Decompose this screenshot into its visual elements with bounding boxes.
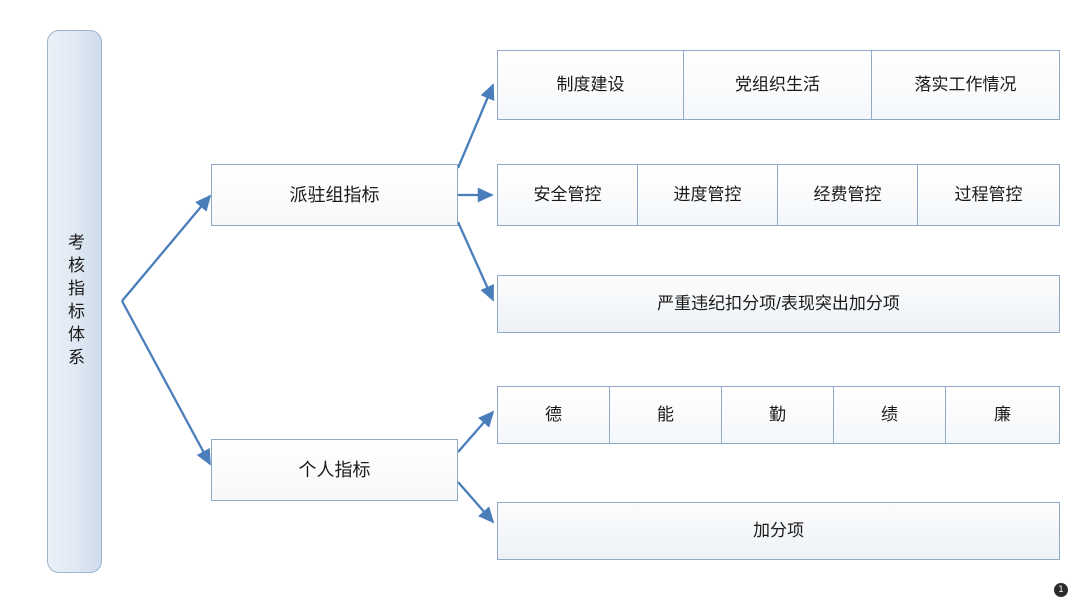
leaf-virtue-1[interactable]: 德 [497, 386, 610, 444]
row-control: 安全管控 进度管控 经费管控 过程管控 [497, 164, 1060, 226]
leaf-institution-3[interactable]: 落实工作情况 [871, 50, 1060, 120]
arrow-root-to-dispatch [121, 194, 212, 302]
leaf-label: 严重违纪扣分项/表现突出加分项 [657, 293, 900, 313]
row-institution: 制度建设 党组织生活 落实工作情况 [497, 50, 1060, 120]
leaf-label: 进度管控 [673, 184, 742, 204]
arrow-personal-to-row2 [457, 481, 495, 524]
leaf-label: 过程管控 [954, 184, 1023, 204]
leaf-virtue-2[interactable]: 能 [609, 386, 722, 444]
root-node[interactable]: 考核指标体系 [47, 30, 102, 573]
arrow-root-to-personal [120, 300, 212, 466]
leaf-label: 廉 [994, 404, 1011, 424]
leaf-label: 安全管控 [533, 184, 602, 204]
leaf-institution-2[interactable]: 党组织生活 [683, 50, 872, 120]
branch-node-dispatch-label: 派驻组指标 [289, 184, 380, 205]
arrow-dispatch-to-row1 [456, 83, 495, 169]
leaf-institution-1[interactable]: 制度建设 [497, 50, 684, 120]
leaf-label: 德 [545, 404, 562, 424]
leaf-label: 制度建设 [556, 74, 625, 94]
leaf-virtue-3[interactable]: 勤 [721, 386, 834, 444]
leaf-label: 能 [657, 404, 674, 424]
page-badge: 1 [1054, 583, 1068, 597]
leaf-label: 落实工作情况 [914, 74, 1017, 94]
branch-node-dispatch[interactable]: 派驻组指标 [211, 164, 458, 226]
leaf-virtue-5[interactable]: 廉 [945, 386, 1060, 444]
leaf-bonus-penalty[interactable]: 严重违纪扣分项/表现突出加分项 [497, 275, 1060, 333]
leaf-label: 绩 [881, 404, 898, 424]
leaf-control-2[interactable]: 进度管控 [637, 164, 778, 226]
branch-node-personal-label: 个人指标 [298, 459, 371, 480]
leaf-label: 经费管控 [813, 184, 882, 204]
leaf-control-4[interactable]: 过程管控 [917, 164, 1060, 226]
leaf-extra-points[interactable]: 加分项 [497, 502, 1060, 560]
root-node-label: 考核指标体系 [65, 232, 84, 371]
arrow-personal-to-row1 [457, 410, 495, 453]
leaf-virtue-4[interactable]: 绩 [833, 386, 946, 444]
leaf-label: 勤 [769, 404, 786, 424]
leaf-control-1[interactable]: 安全管控 [497, 164, 638, 226]
branch-node-personal[interactable]: 个人指标 [211, 439, 458, 501]
row-virtue: 德 能 勤 绩 廉 [497, 386, 1060, 444]
leaf-control-3[interactable]: 经费管控 [777, 164, 918, 226]
leaf-label: 党组织生活 [735, 74, 820, 94]
leaf-label: 加分项 [753, 520, 804, 540]
arrow-dispatch-to-row3 [456, 221, 495, 302]
